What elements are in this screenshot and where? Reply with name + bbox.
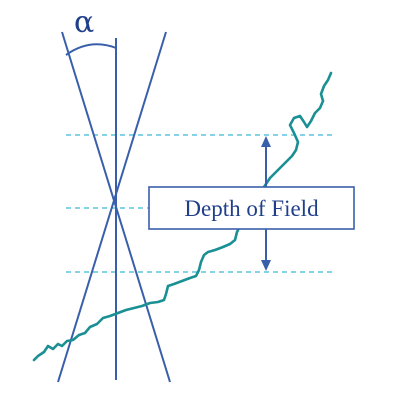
depth-range-arrow-head-up — [261, 136, 271, 147]
alpha-symbol: α — [74, 5, 94, 40]
specimen-surface-profile — [32, 71, 333, 362]
cone-edge-right — [57, 31, 167, 383]
depth-of-field-label: Depth of Field — [184, 196, 319, 221]
aperture-angle-arc — [65, 43, 117, 56]
cone-edge-left — [61, 31, 171, 383]
depth-of-field-label-box — [148, 186, 355, 230]
depth-range-arrow-head-down — [261, 260, 271, 271]
